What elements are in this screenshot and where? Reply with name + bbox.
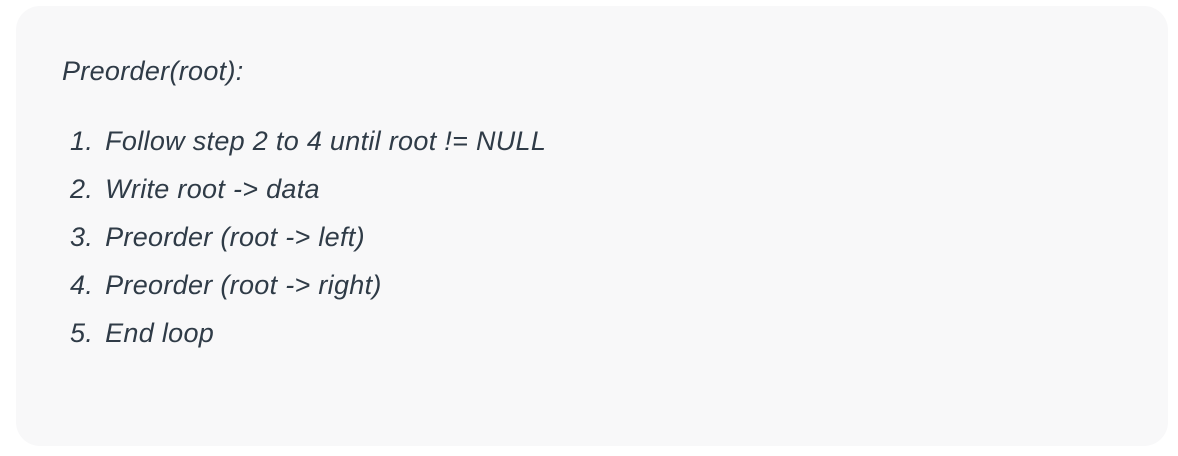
- pseudocode-title: Preorder(root):: [62, 56, 244, 86]
- step-number: 3.: [70, 222, 94, 252]
- step-label: Write root -> data: [105, 174, 320, 204]
- step-label: Follow step 2 to 4 until root != NULL: [105, 126, 547, 156]
- pseudocode-step-list: 1.Follow step 2 to 4 until root != NULL …: [62, 117, 1122, 357]
- step-item: 2. Write root -> data: [70, 165, 1122, 213]
- step-item: 5. End loop: [70, 309, 1122, 357]
- step-item: 4. Preorder (root -> right): [70, 261, 1122, 309]
- step-label: Preorder (root -> left): [105, 222, 365, 252]
- step-number: 1.: [70, 126, 94, 156]
- step-number: 5.: [70, 318, 94, 348]
- step-label: End loop: [105, 318, 215, 348]
- step-number: 2.: [70, 174, 94, 204]
- step-item: 3. Preorder (root -> left): [70, 213, 1122, 261]
- step-item: 1. Follow step 2 to 4 until root != NULL: [70, 117, 1122, 165]
- step-number: 4.: [70, 270, 94, 300]
- step-label: Preorder (root -> right): [105, 270, 382, 300]
- pseudocode-card: Preorder(root): 1. Follow step 2 to 4 unt…: [16, 6, 1168, 446]
